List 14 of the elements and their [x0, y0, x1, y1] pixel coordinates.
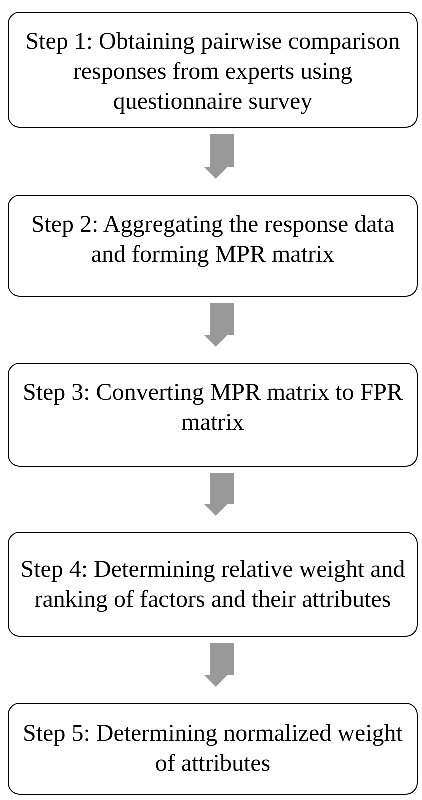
arrow [204, 473, 234, 516]
step-text: Step 5: Determining normalized weight of attributes [22, 720, 404, 779]
arrow [204, 303, 234, 347]
step-text: Step 4: Determining relative weight and ranking of factors and their attributes [20, 556, 406, 614]
arrow [204, 643, 234, 687]
process-box [8, 532, 418, 637]
arrow [204, 134, 234, 179]
process-box [8, 703, 418, 795]
step-text: Step 2: Aggregating the response data and forming MPR matrix [30, 211, 396, 270]
process-box [8, 12, 418, 128]
process-box [8, 195, 418, 297]
process-box [8, 363, 418, 467]
step-text: Step 3: Converting MPR matrix to FPR matrix [22, 379, 404, 438]
step-text: Step 1: Obtaining pairwise comparison responses from experts using questionnaire survey [24, 28, 402, 117]
